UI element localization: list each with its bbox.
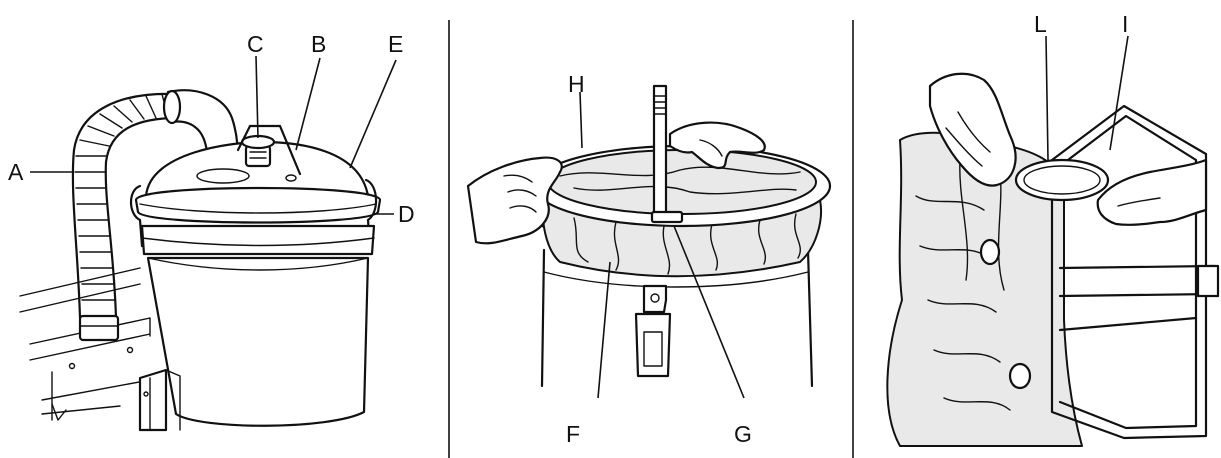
label-d: D — [398, 201, 415, 227]
latch — [634, 284, 672, 378]
panel-2-filter-ring: H F G — [466, 71, 832, 447]
left-hand — [928, 72, 1017, 187]
container-body — [140, 224, 376, 427]
wire-frame — [1050, 104, 1220, 440]
right-hand — [1096, 158, 1208, 226]
label-i: I — [1122, 11, 1128, 37]
label-b: B — [311, 31, 326, 57]
panel-1-container-assembly: A C B E D — [8, 31, 415, 432]
label-e: E — [388, 31, 403, 57]
container-lid — [134, 124, 382, 224]
label-g: G — [734, 421, 752, 447]
label-f: F — [566, 421, 580, 447]
label-l: L — [1034, 11, 1047, 37]
corrugated-hose — [71, 92, 180, 342]
left-hand — [466, 156, 563, 245]
panel-3-bag-frame: L I — [886, 11, 1220, 447]
label-c: C — [247, 31, 264, 57]
right-hand — [668, 121, 766, 170]
label-a: A — [8, 159, 24, 185]
label-h: H — [568, 71, 585, 97]
